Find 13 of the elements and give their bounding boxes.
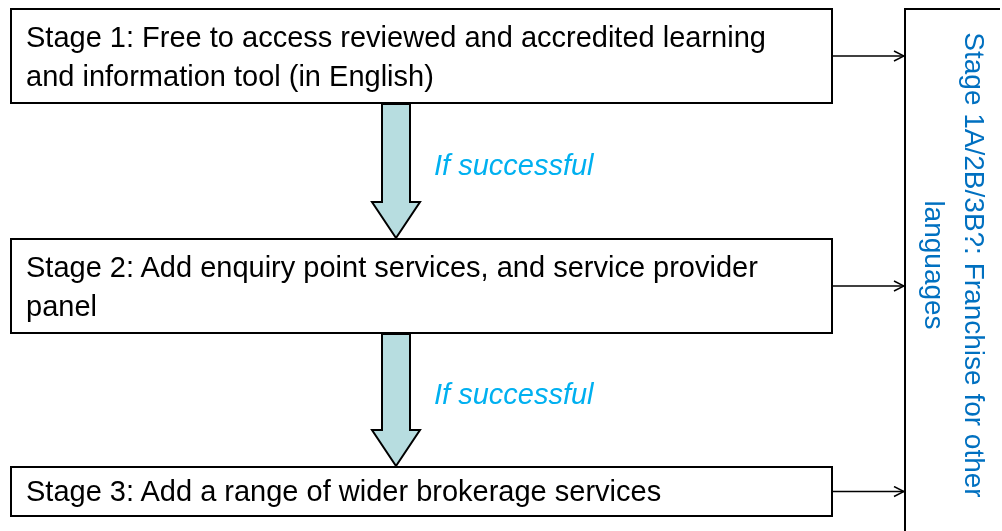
stage-box xyxy=(10,466,833,517)
arrow xyxy=(832,485,905,498)
stage-text: Stage 1A/2B/3B?: Franchise for other languages xyxy=(918,31,991,500)
block-arrow xyxy=(370,333,422,468)
stage-text: Stage 1: Free to access reviewed and accredited learning and information tool (in English) xyxy=(26,20,767,94)
stage-text: Stage 3: Add a range of wider brokerage services xyxy=(26,474,663,509)
arrow xyxy=(832,280,905,292)
stage-box xyxy=(10,238,833,334)
arrow xyxy=(832,50,905,62)
block-arrow xyxy=(370,103,422,240)
stage-box xyxy=(10,8,833,104)
stage-text: Stage 2: Add enquiry point services, and service provider panel xyxy=(26,250,759,324)
stage-box xyxy=(904,8,1000,531)
